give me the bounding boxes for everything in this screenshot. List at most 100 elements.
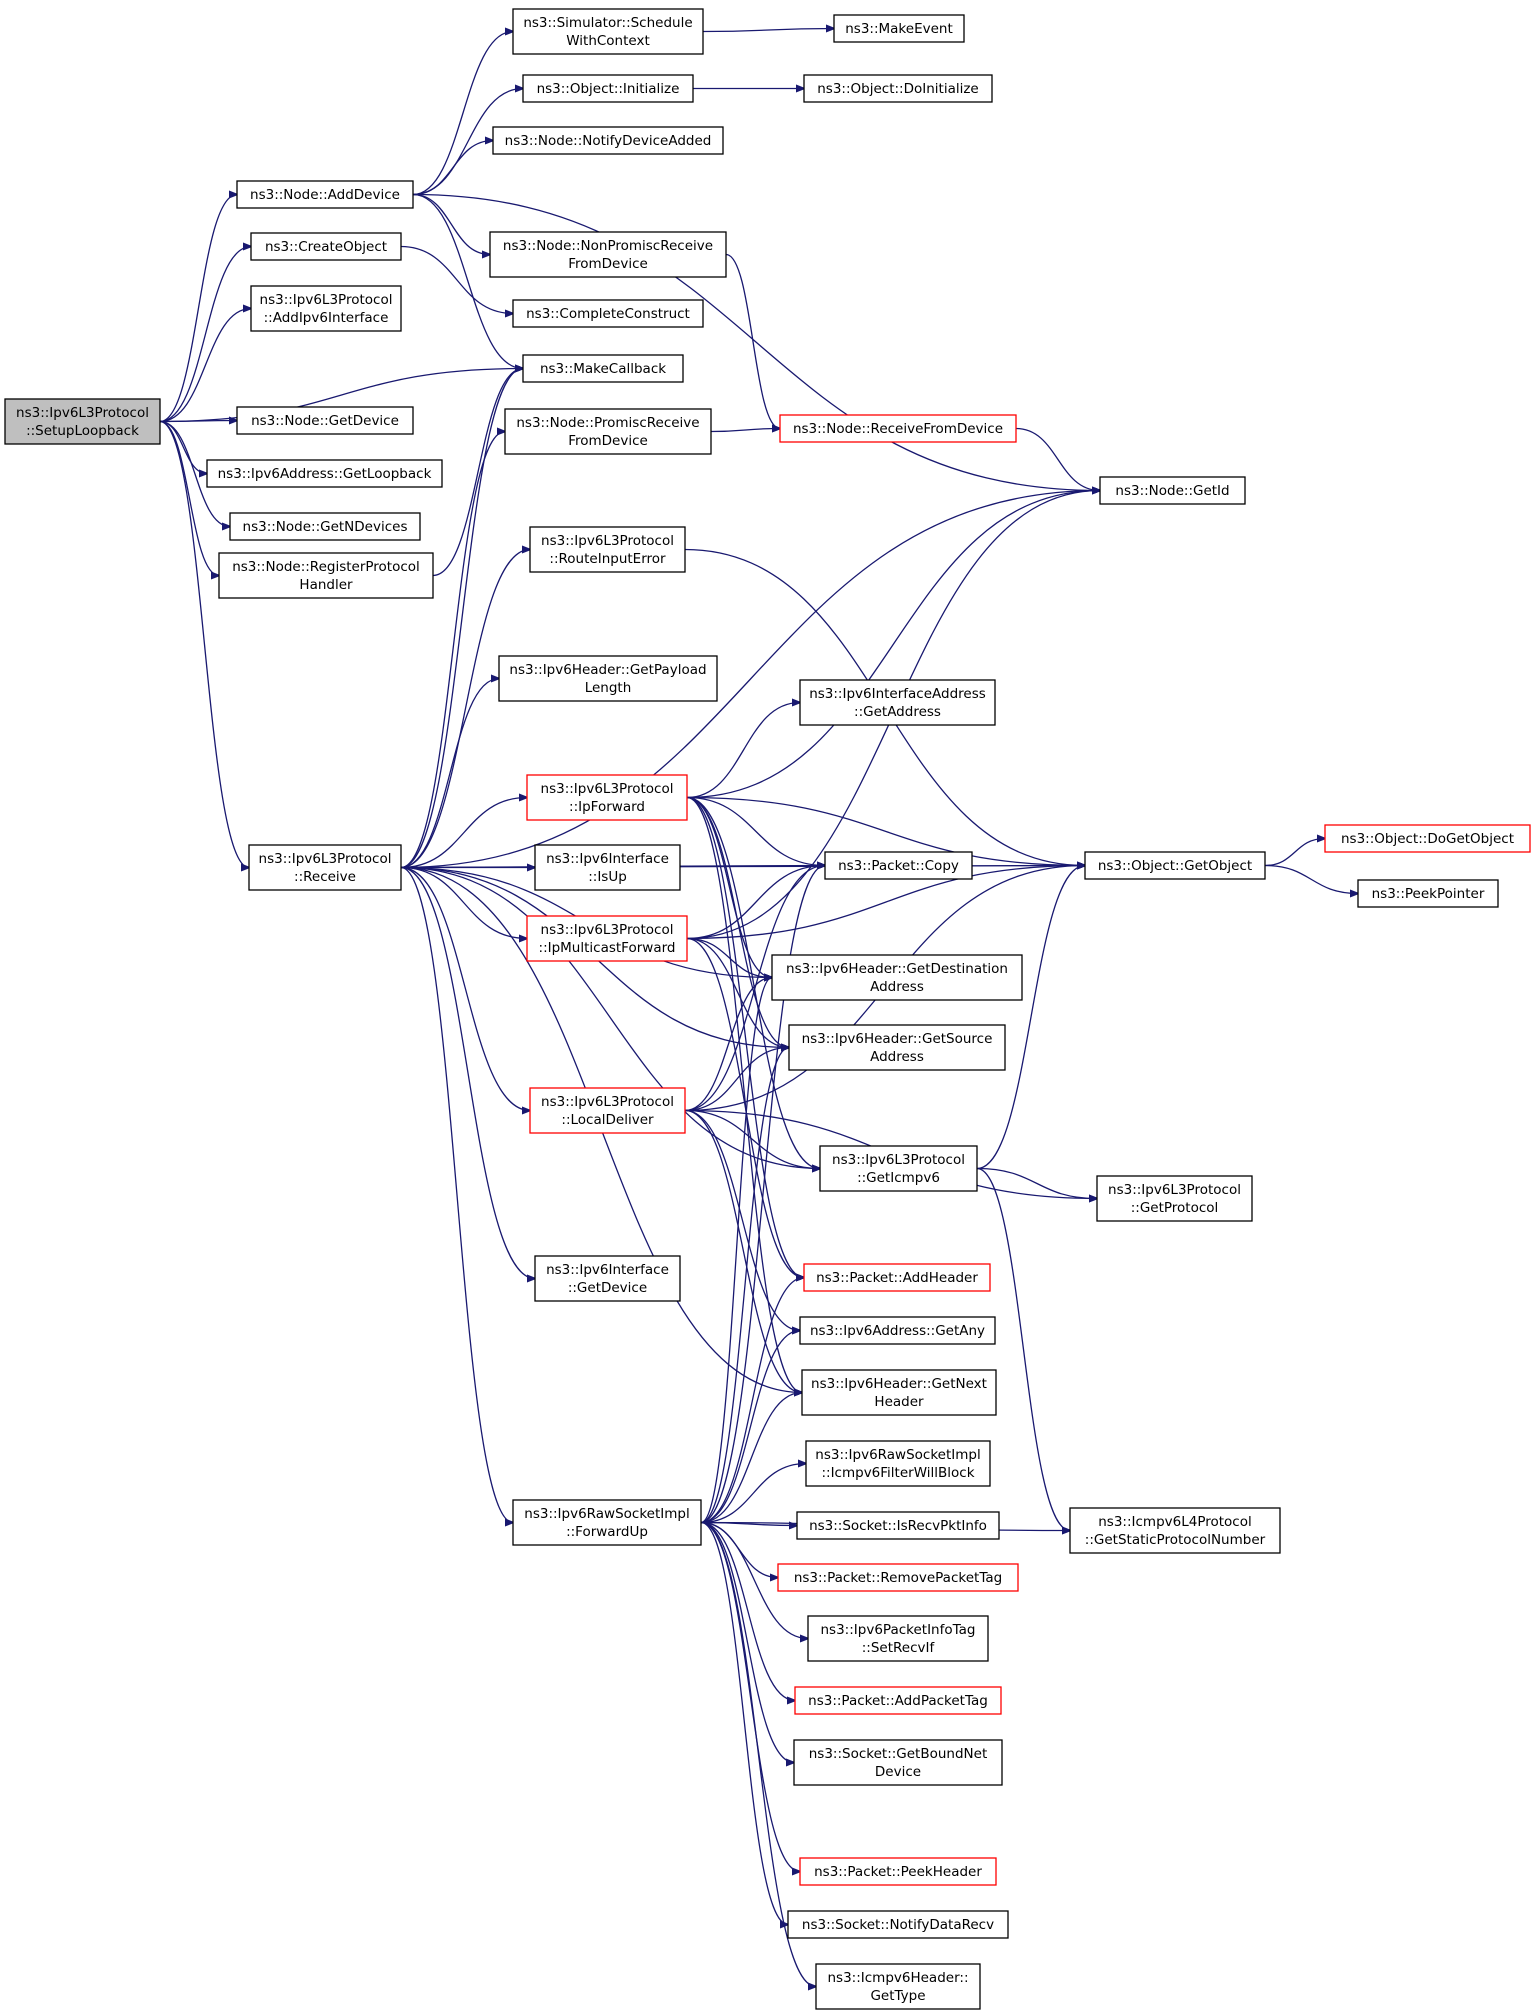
node-label: ns3::Node::GetDevice	[251, 413, 399, 429]
node-createobject[interactable]: ns3::CreateObject	[250, 232, 402, 261]
node-makecb[interactable]: ns3::MakeCallback	[522, 354, 684, 383]
node-box	[512, 8, 704, 55]
node-label: ns3::Node::ReceiveFromDevice	[793, 421, 1003, 437]
node-box	[777, 1563, 1019, 1592]
node-label: ns3::Ipv6Header::GetSource	[802, 1031, 993, 1047]
edge-getobject-to-peekpointer	[1264, 864, 1358, 894]
node-label: ns3::Icmpv6Header::	[828, 1970, 969, 1986]
node-label: ::GetStaticProtocolNumber	[1085, 1532, 1266, 1548]
edge-ipmcast-to-getdest	[686, 937, 772, 978]
node-completec[interactable]: ns3::CompleteConstruct	[512, 299, 704, 328]
node-getloopback[interactable]: ns3::Ipv6Address::GetLoopback	[206, 459, 443, 488]
node-label: Header	[874, 1394, 924, 1410]
edge-setup-to-registerph	[159, 420, 219, 576]
node-getobject[interactable]: ns3::Object::GetObject	[1084, 851, 1266, 880]
node-notifydev[interactable]: ns3::Node::NotifyDeviceAdded	[492, 126, 724, 155]
node-peekheader[interactable]: ns3::Packet::PeekHeader	[799, 1857, 997, 1886]
edge-forwardup-to-getboundnet	[700, 1521, 794, 1763]
node-label: ns3::Simulator::Schedule	[523, 15, 692, 31]
node-receive[interactable]: ns3::Ipv6L3Protocol::Receive	[248, 844, 402, 891]
nodes: ns3::Ipv6L3Protocol::SetupLoopbackns3::N…	[4, 8, 1531, 2010]
node-localdeliver[interactable]: ns3::Ipv6L3Protocol::LocalDeliver	[529, 1087, 686, 1134]
edge-receive-to-getpayload	[400, 679, 499, 869]
node-geticmpv6[interactable]: ns3::Ipv6L3Protocol::GetIcmpv6	[819, 1145, 978, 1192]
node-addipv6if[interactable]: ns3::Ipv6L3Protocol::AddIpv6Interface	[250, 285, 402, 332]
node-label: GetType	[870, 1988, 925, 2004]
node-getany[interactable]: ns3::Ipv6Address::GetAny	[799, 1316, 996, 1345]
edge-registerph-to-makecb	[432, 369, 523, 577]
node-isrecvpkt[interactable]: ns3::Socket::IsRecvPktInfo	[796, 1511, 1000, 1540]
node-box	[805, 1440, 991, 1487]
edge-adddevice-to-nonpromisc	[412, 193, 490, 255]
node-adddevice[interactable]: ns3::Node::AddDevice	[236, 180, 414, 209]
node-ipforward[interactable]: ns3::Ipv6L3Protocol::IpForward	[526, 774, 688, 821]
node-peekpointer[interactable]: ns3::PeekPointer	[1357, 879, 1499, 908]
edge-recvfromdev-to-nodegetid	[1015, 427, 1100, 491]
node-label: ns3::Ipv6Interface	[546, 1262, 669, 1278]
node-label: ns3::Ipv6Header::GetDestination	[786, 961, 1008, 977]
node-pktcopy[interactable]: ns3::Packet::Copy	[824, 851, 973, 880]
node-label: ns3::Ipv6Header::GetPayload	[509, 662, 706, 678]
node-notifydata[interactable]: ns3::Socket::NotifyDataRecv	[787, 1910, 1009, 1939]
node-icmpgettype[interactable]: ns3::Icmpv6Header::GetType	[815, 1963, 981, 2010]
node-box	[796, 1511, 1000, 1540]
node-box	[779, 414, 1017, 443]
node-routeerr[interactable]: ns3::Ipv6L3Protocol::RouteInputError	[529, 526, 686, 573]
edge-ipforward-to-getsrc	[686, 796, 789, 1048]
node-makeevent[interactable]: ns3::MakeEvent	[833, 14, 965, 43]
node-box	[526, 774, 688, 821]
node-label: ::GetIcmpv6	[857, 1170, 940, 1186]
node-label: Address	[870, 979, 924, 995]
node-label: ns3::Object::DoInitialize	[817, 81, 979, 97]
node-forwardup[interactable]: ns3::Ipv6RawSocketImpl::ForwardUp	[512, 1499, 702, 1546]
node-recvfromdev[interactable]: ns3::Node::ReceiveFromDevice	[779, 414, 1017, 443]
node-ifgetdevice[interactable]: ns3::Ipv6Interface::GetDevice	[534, 1255, 681, 1302]
edge-forwardup-to-pktcopy	[700, 866, 825, 1524]
node-isup[interactable]: ns3::Ipv6Interface::IsUp	[534, 844, 681, 891]
node-label: ::GetAddress	[854, 704, 941, 720]
edge-ipforward-to-addheader	[686, 796, 804, 1278]
edge-forwardup-to-addheader	[700, 1278, 804, 1524]
node-ipmcast[interactable]: ns3::Ipv6L3Protocol::IpMulticastForward	[526, 915, 688, 962]
node-dogetobject[interactable]: ns3::Object::DoGetObject	[1324, 824, 1531, 853]
node-label: ns3::Node::PromiscReceive	[516, 415, 699, 431]
edge-setup-to-addipv6if	[159, 309, 251, 423]
node-ifaddrget[interactable]: ns3::Ipv6InterfaceAddress::GetAddress	[799, 679, 996, 726]
node-addheader[interactable]: ns3::Packet::AddHeader	[803, 1263, 991, 1292]
node-doinit[interactable]: ns3::Object::DoInitialize	[803, 74, 993, 103]
node-box	[522, 354, 684, 383]
node-label: ns3::Ipv6L3Protocol	[541, 1094, 674, 1110]
node-box	[1099, 476, 1246, 505]
node-getprotocol[interactable]: ns3::Ipv6L3Protocol::GetProtocol	[1096, 1175, 1253, 1222]
node-box	[534, 1255, 681, 1302]
node-setrecvif[interactable]: ns3::Ipv6PacketInfoTag::SetRecvIf	[807, 1615, 989, 1662]
edge-ipforward-to-ifaddrget	[686, 703, 800, 799]
node-label: ::ForwardUp	[566, 1524, 648, 1540]
edge-forwardup-to-getnexthdr	[700, 1393, 802, 1524]
node-label: ::AddIpv6Interface	[264, 310, 389, 326]
node-nodegetid[interactable]: ns3::Node::GetId	[1099, 476, 1246, 505]
node-rmpkttag[interactable]: ns3::Packet::RemovePacketTag	[777, 1563, 1019, 1592]
node-objinit[interactable]: ns3::Object::Initialize	[522, 74, 694, 103]
edge-forwardup-to-setrecvif	[700, 1521, 808, 1639]
node-filterblock[interactable]: ns3::Ipv6RawSocketImpl::Icmpv6FilterWill…	[805, 1440, 991, 1487]
edge-localdeliver-to-geticmpv6	[684, 1109, 820, 1169]
node-addpkttag[interactable]: ns3::Packet::AddPacketTag	[794, 1686, 1002, 1715]
edge-createobject-to-completec	[400, 245, 513, 314]
node-getdevice[interactable]: ns3::Node::GetDevice	[236, 406, 414, 435]
node-label: ns3::Socket::GetBoundNet	[809, 1746, 988, 1762]
node-label: ns3::Packet::PeekHeader	[814, 1864, 982, 1880]
node-getndevices[interactable]: ns3::Node::GetNDevices	[229, 512, 421, 541]
node-setup[interactable]: ns3::Ipv6L3Protocol::SetupLoopback	[4, 398, 161, 445]
node-label: ns3::Ipv6Address::GetLoopback	[218, 466, 432, 482]
node-staticproto[interactable]: ns3::Icmpv6L4Protocol::GetStaticProtocol…	[1069, 1507, 1281, 1554]
